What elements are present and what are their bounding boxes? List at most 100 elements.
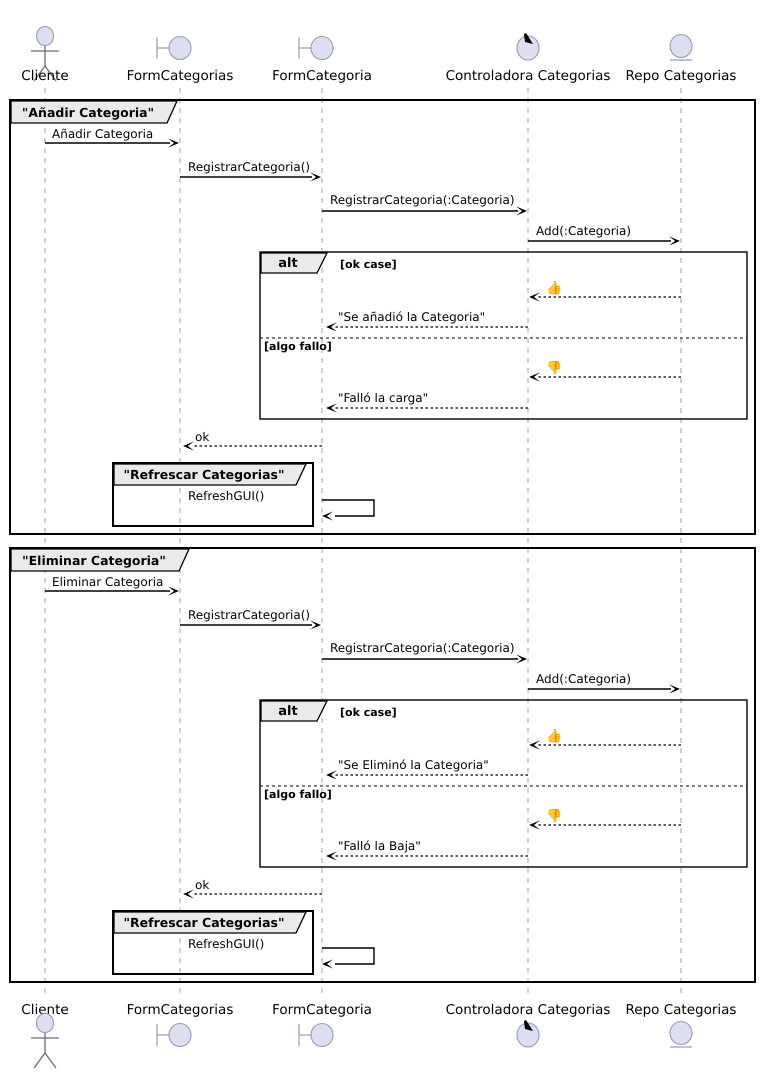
fragment-guard-alt-eliminar-0: [ok case] (340, 706, 397, 719)
fragment-eliminar-categoria: "Eliminar Categoria" (9, 547, 756, 983)
message-label-m14: Add(:Categoria) (536, 672, 631, 686)
message-m8: "Falló la carga" (326, 391, 528, 413)
message-m13: RegistrarCategoria(:Categoria) (322, 641, 527, 664)
actor-icon-cliente-head (31, 25, 59, 82)
message-m7: 👎 (529, 360, 681, 382)
lifeline-foot-label-cliente: Cliente (21, 1002, 68, 1018)
lifeline-label-cliente: Cliente (21, 68, 68, 84)
entity-icon-repo-foot (669, 1020, 693, 1048)
fragment-title-alt-anadir: alt (278, 256, 297, 271)
lifeline-dash-layer (44, 88, 682, 998)
message-arrowhead-m11 (168, 586, 179, 596)
fragment-title-eliminar-categoria: "Eliminar Categoria" (22, 553, 166, 568)
message-label-m13: RegistrarCategoria(:Categoria) (330, 641, 515, 655)
message-label-m16: "Se Eliminó la Categoria" (338, 758, 489, 772)
lifeline-foot-label-formcategorias: FormCategorias (127, 1002, 234, 1018)
message-arrowhead-m13 (516, 654, 527, 664)
message-m19: ok (183, 878, 322, 899)
fragment-label-box-alt-eliminar (260, 700, 329, 722)
message-arrowhead-m5 (529, 292, 540, 302)
message-label-m6: "Se añadió la Categoria" (338, 310, 485, 324)
message-arrowhead-m9 (183, 441, 194, 451)
fragment-label-box-eliminar-categoria (10, 548, 191, 572)
message-m12: RegistrarCategoria() (180, 608, 321, 630)
lifeline-foot-label-controladora: Controladora Categorias (446, 1002, 611, 1018)
fragment-label-box-anadir-categoria (10, 100, 179, 124)
thumbs-down-icon-m7: 👎 (546, 360, 562, 376)
message-arrowhead-m17 (529, 820, 540, 830)
fragment-guard-alt-anadir-0: [ok case] (340, 258, 397, 271)
message-m16: "Se Eliminó la Categoria" (326, 758, 528, 780)
message-label-m9: ok (195, 430, 209, 444)
message-arrowhead-m6 (326, 322, 337, 332)
message-m11: Eliminar Categoria (45, 575, 179, 596)
message-label-m18: "Falló la Baja" (338, 839, 421, 853)
boundary-icon-formcategoria-foot (298, 1022, 334, 1048)
fragment-label-box-refrescar-eliminar (113, 911, 308, 934)
fragment-label-box-alt-anadir (260, 252, 329, 274)
message-m18: "Falló la Baja" (326, 839, 528, 861)
fragment-alt-anadir: alt[ok case][algo fallo] (259, 251, 748, 420)
message-arrowhead-m19 (183, 889, 194, 899)
actor-icon-cliente-foot (31, 1012, 59, 1069)
message-label-m10: RefreshGUI() (188, 489, 264, 503)
lifeline-label-repo: Repo Categorias (626, 68, 737, 84)
fragment-border-alt-anadir (259, 251, 748, 420)
message-arrowhead-m12 (310, 620, 321, 630)
message-arrowhead-m8 (326, 403, 337, 413)
boundary-icon-formcategorias-head (156, 35, 192, 61)
fragment-border-refrescar-eliminar (112, 910, 314, 975)
lifeline-foot-label-repo: Repo Categorias (626, 1002, 737, 1018)
boundary-icon-formcategoria-head (298, 35, 334, 61)
fragment-title-anadir-categoria: "Añadir Categoria" (22, 105, 154, 120)
message-m10: RefreshGUI() (188, 489, 375, 521)
fragment-border-anadir-categoria (9, 99, 756, 535)
message-arrowhead-m4 (669, 236, 680, 246)
message-m17: 👎 (529, 808, 681, 830)
message-m4: Add(:Categoria) (528, 224, 680, 246)
lifeline-heads-layer: Cliente FormCategorias FormCategoria Contro… (21, 25, 737, 84)
fragment-title-refrescar-anadir: "Refrescar Categorias" (124, 467, 285, 482)
control-icon-controladora-head (516, 33, 540, 61)
fragments-layer: "Añadir Categoria" alt [ok case] [algo fall… (9, 99, 756, 983)
message-label-m19: ok (195, 878, 209, 892)
message-arrowhead-m14 (669, 684, 680, 694)
thumbs-up-icon-m5: 👍 (546, 280, 562, 296)
thumbs-down-icon-m17: 👎 (546, 808, 562, 824)
message-arrowhead-m10 (322, 511, 333, 521)
fragment-alt-eliminar: alt [ok case] [algo fallo] (259, 699, 748, 868)
message-label-m1: Añadir Categoria (52, 127, 153, 141)
message-arrowhead-m20 (322, 959, 333, 969)
fragment-refrescar-anadir: "Refrescar Categorias" (112, 462, 314, 527)
message-arrowhead-m15 (529, 740, 540, 750)
fragment-border-alt-eliminar (259, 699, 748, 868)
fragment-title-alt-eliminar: alt (278, 704, 297, 719)
control-icon-controladora-foot (516, 1020, 540, 1048)
entity-icon-repo-head (669, 33, 693, 61)
message-arrowhead-m1 (168, 138, 179, 148)
message-label-m3: RegistrarCategoria(:Categoria) (330, 193, 515, 207)
message-arrowhead-m2 (310, 172, 321, 182)
message-label-m2: RegistrarCategoria() (188, 160, 310, 174)
message-m20: RefreshGUI() (188, 937, 375, 969)
message-m6: "Se añadió la Categoria" (326, 310, 528, 332)
lifeline-feet-layer: Cliente FormCategorias FormCategoria Contro… (21, 1002, 737, 1069)
lifeline-foot-label-formcategoria: FormCategoria (272, 1002, 372, 1018)
lifeline-label-formcategoria: FormCategoria (272, 68, 372, 84)
message-label-m20: RefreshGUI() (188, 937, 264, 951)
lifeline-label-controladora: Controladora Categorias (446, 68, 611, 84)
message-m9: ok (183, 430, 322, 451)
message-arrowhead-m16 (326, 770, 337, 780)
lifeline-label-formcategorias: FormCategorias (127, 68, 234, 84)
message-arrowhead-m7 (529, 372, 540, 382)
fragment-label-box-refrescar-anadir (113, 463, 308, 486)
message-m1: Añadir Categoria (45, 127, 179, 148)
thumbs-up-icon-m15: 👍 (546, 728, 562, 744)
boundary-icon-formcategorias-foot (156, 1022, 192, 1048)
fragment-title-refrescar-eliminar: "Refrescar Categorias" (124, 915, 285, 930)
fragment-guard-alt-eliminar-1: [algo fallo] (264, 788, 332, 801)
message-label-m4: Add(:Categoria) (536, 224, 631, 238)
